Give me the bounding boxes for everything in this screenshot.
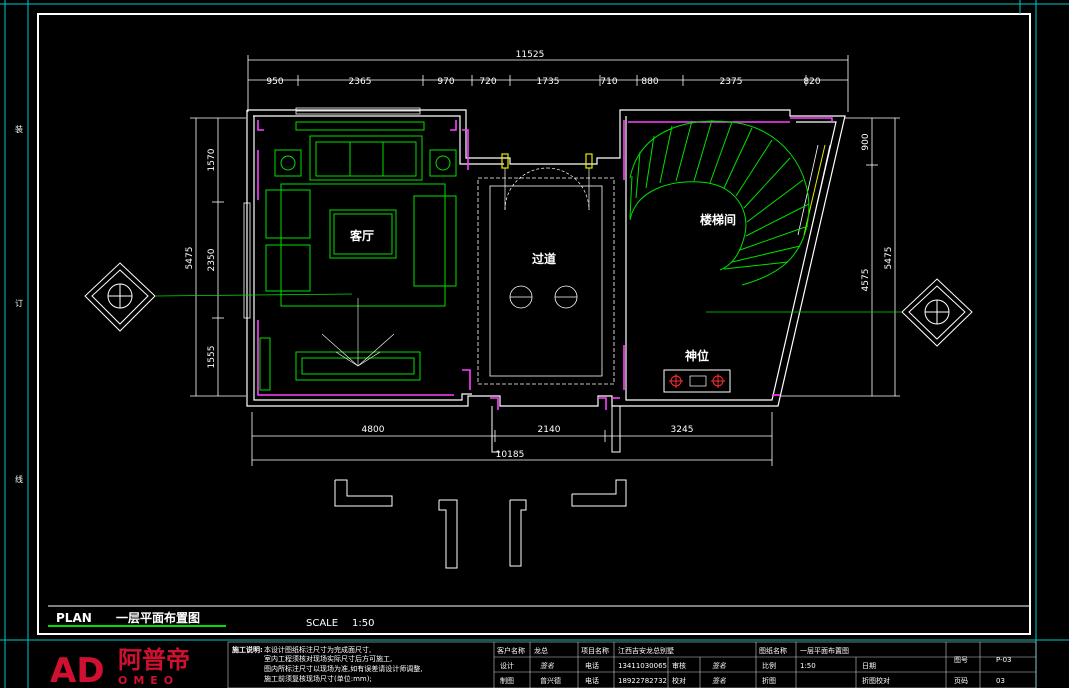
dim-right-1: 900 xyxy=(861,133,871,150)
dim-top-6: 710 xyxy=(600,77,617,87)
dim-overall-bottom: 10185 xyxy=(496,450,525,460)
project-label: 项目名称 xyxy=(581,646,609,655)
dim-bottom-1: 4800 xyxy=(362,425,385,435)
project-value: 江西吉安龙总别墅 xyxy=(618,646,674,655)
note-line-2: 室内工程须核对现场实际尺寸后方可施工, xyxy=(264,654,392,663)
corridor xyxy=(477,153,615,385)
elevation-marker-right xyxy=(901,278,973,347)
check-sign: 签名 xyxy=(712,677,727,685)
draw-name: 曾兴德 xyxy=(540,676,561,685)
room-label-corridor: 过道 xyxy=(532,251,556,266)
design-label: 设计 xyxy=(500,661,514,670)
phone-label-1: 电话 xyxy=(585,661,599,670)
dim-top-4: 720 xyxy=(479,77,496,87)
phone-label-2: 电话 xyxy=(585,676,599,685)
marker-leader-left xyxy=(154,293,353,297)
dimension-lines xyxy=(190,55,900,466)
outdoor-structures xyxy=(334,406,627,569)
design-sign: 签名 xyxy=(540,662,555,670)
logo-cn: 阿普帝 xyxy=(118,646,190,674)
sheet-value: P-03 xyxy=(996,656,1012,664)
dim-top-2: 2365 xyxy=(349,77,372,87)
side-label-1: 装 xyxy=(15,124,23,134)
dim-overall-top: 11525 xyxy=(516,50,545,60)
room-label-living: 客厅 xyxy=(349,228,374,243)
check-label: 校对 xyxy=(672,676,686,685)
date-label: 日期 xyxy=(862,662,876,670)
note-line-4: 施工前须复核现场尺寸(单位:mm); xyxy=(264,674,372,683)
title-underline xyxy=(48,625,226,627)
company-logo: AD 阿普帝 OMEO xyxy=(50,646,190,688)
page-label: 页码 xyxy=(954,677,968,685)
scale-label: SCALE xyxy=(306,618,338,629)
dim-top-7: 880 xyxy=(641,77,658,87)
wall-finish xyxy=(257,117,833,410)
windows xyxy=(243,107,831,319)
status-value: 折图校对 xyxy=(862,676,890,685)
dim-top-1: 950 xyxy=(266,77,283,87)
shrine-unit xyxy=(663,369,731,393)
notes-label: 施工说明: xyxy=(232,645,263,654)
scale-field-label: 比例 xyxy=(762,661,776,670)
room-label-shrine: 神位 xyxy=(685,348,709,363)
dim-bottom-2: 2140 xyxy=(538,425,561,435)
side-label-3: 线 xyxy=(15,474,23,484)
phone-value-2: 18922782732 xyxy=(618,677,667,685)
dim-top-5: 1735 xyxy=(537,77,560,87)
dim-left-3: 1555 xyxy=(207,346,217,369)
customer-label: 客户名称 xyxy=(497,646,525,655)
corridor-markers xyxy=(509,285,578,309)
phone-value-1: 13411030065 xyxy=(618,662,667,670)
side-label-2: 订 xyxy=(15,298,23,308)
page-value: 03 xyxy=(996,677,1005,685)
tv-sightlines xyxy=(321,298,395,367)
scale-field-value: 1:50 xyxy=(800,662,816,670)
dim-bottom-3: 3245 xyxy=(671,425,694,435)
scale-value: 1:50 xyxy=(352,618,374,629)
draw-label: 制图 xyxy=(500,676,514,685)
dim-overall-right: 5475 xyxy=(884,247,894,270)
walls xyxy=(246,109,846,407)
review-label: 审核 xyxy=(672,661,686,670)
dim-overall-left: 5475 xyxy=(185,247,195,270)
dim-left-2: 2350 xyxy=(207,248,217,271)
dim-right-2: 4575 xyxy=(861,269,871,292)
revise-label: 折图 xyxy=(762,676,776,685)
living-room-furniture xyxy=(259,121,457,391)
room-label-stair: 楼梯间 xyxy=(700,212,736,227)
drawing-value: 一层平面布置图 xyxy=(800,646,849,655)
sheet-label: 图号 xyxy=(954,656,968,664)
customer-value: 龙总 xyxy=(534,646,548,655)
review-sign: 签名 xyxy=(712,662,727,670)
dim-top-3: 970 xyxy=(437,77,454,87)
dim-top-9: 820 xyxy=(803,77,820,87)
note-line-3: 图内所标注尺寸以现场为准,如有误差请设计师调整, xyxy=(264,664,422,673)
logo-mark: AD xyxy=(50,651,105,688)
plan-title: 一层平面布置图 xyxy=(116,610,200,625)
dim-left-1: 1570 xyxy=(207,148,217,171)
plan-label: PLAN xyxy=(56,611,92,625)
elevation-marker-left xyxy=(84,262,156,332)
staircase xyxy=(629,119,810,286)
titleblock-grid xyxy=(227,641,1037,688)
note-line-1: 本设计图纸标注尺寸为完成面尺寸, xyxy=(264,645,371,654)
dim-top-8: 2375 xyxy=(720,77,743,87)
drawing-label: 图纸名称 xyxy=(759,646,787,655)
logo-en: OMEO xyxy=(118,674,179,687)
